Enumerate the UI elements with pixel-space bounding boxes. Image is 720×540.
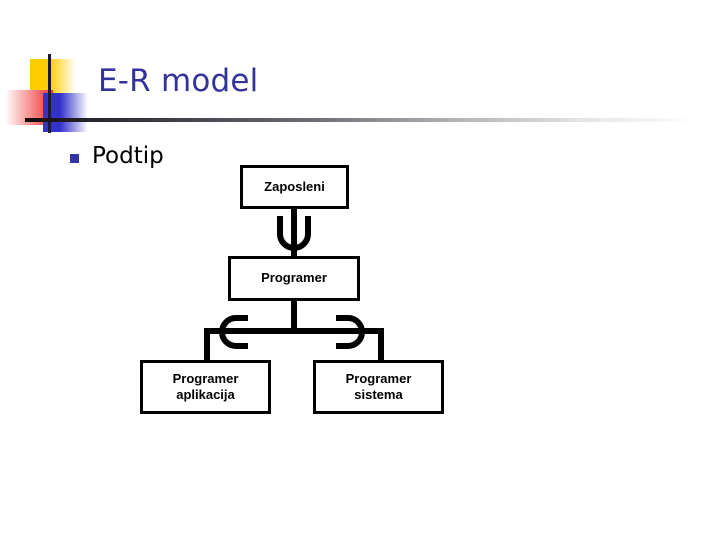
node-box-zaposleni: Zaposleni [240,165,349,209]
subset-c-left-icon [219,315,248,349]
node-label-zaposleni: Zaposleni [264,178,325,194]
page-title: E-R model [98,63,259,99]
connector-programer-stem-line [291,300,297,332]
node-label-programer-sistema: Programer sistema [345,370,412,402]
subset-c-right-icon [336,315,365,349]
node-label-programer-aplikacija: Programer aplikacija [172,370,239,402]
subset-u-icon [277,216,311,251]
node-box-programer-aplikacija: Programer aplikacija [140,360,271,414]
bullet-list-item: Podtip [70,143,164,169]
node-box-programer-sistema: Programer sistema [313,360,444,414]
connector-drop-left-line [204,328,210,361]
node-label-programer: Programer [261,270,327,286]
bullet-item-label: Podtip [92,143,164,169]
connector-drop-right-line [378,328,384,361]
node-box-programer: Programer [228,256,360,301]
connector-zaposleni-programer-line [291,208,297,257]
square-bullet-icon [70,153,79,163]
connector-fork-bar [204,328,384,334]
